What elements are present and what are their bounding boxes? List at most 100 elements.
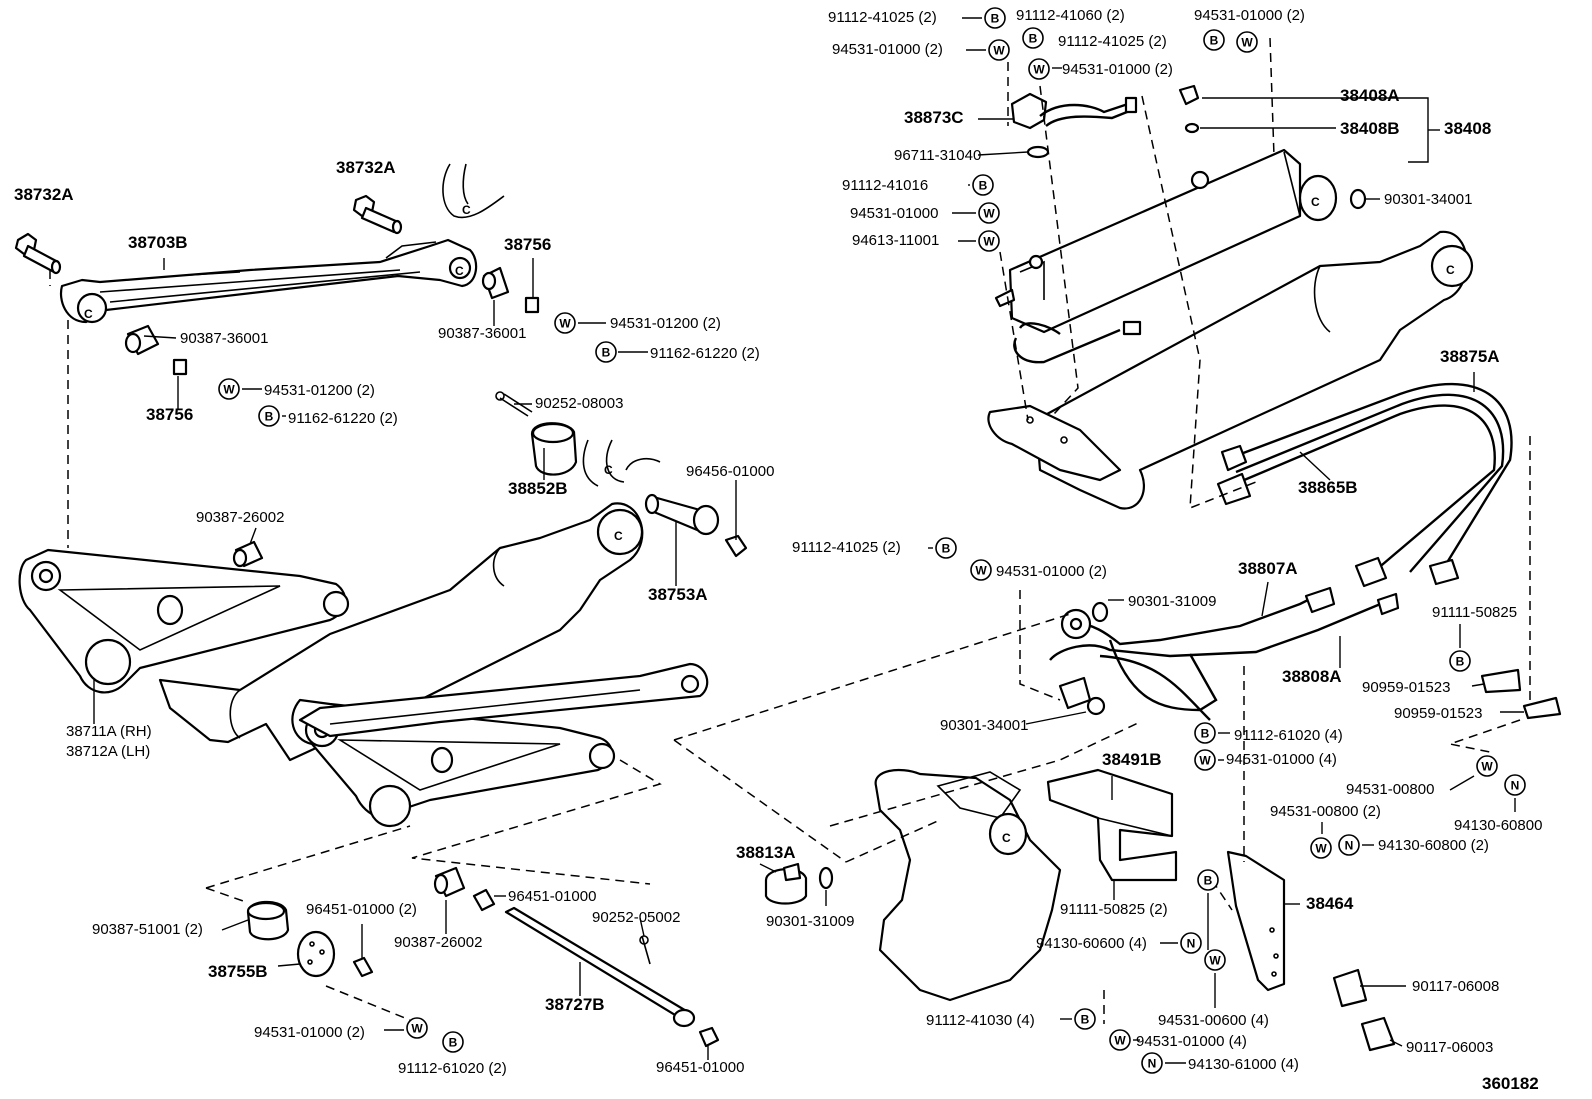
lower-arm-assembly: C C [18, 391, 748, 1048]
part-label-p91112_61020_bl: 91112-61020 (2) [398, 1060, 507, 1077]
part-label-p94531_00800_a: 94531-00800 [1346, 781, 1434, 798]
part-label-p94531_01000_b2: 94531-01000 (4) [1136, 1033, 1247, 1050]
part-label-p91111_50825_r: 91111-50825 [1432, 604, 1517, 621]
part-label-p91112_41016: 91112-41016 [842, 177, 928, 194]
part-label-p94531_01000_m2: 94531-01000 (4) [1226, 751, 1337, 768]
part-label-p94130_60600: 94130-60600 (4) [1036, 935, 1147, 952]
hardware-symbol-s_b2: B [258, 405, 280, 427]
part-label-p38756_bottom: 38756 [146, 405, 193, 424]
hardware-symbol-s_b10: B [1194, 722, 1216, 744]
part-label-p94531_01200_b: 94531-01200 (2) [264, 382, 375, 399]
symbol-letter: B [1210, 34, 1219, 48]
part-label-p94531_01000_t1: 94531-01000 (2) [1194, 7, 1305, 24]
part-label-p91162_61220_a: 91162-61220 (2) [650, 345, 760, 362]
hardware-symbol-s_w7: W [978, 202, 1000, 224]
symbol-letter: B [602, 346, 611, 360]
symbol-circle [1204, 949, 1226, 971]
part-label-p91112_41060: 91112-41060 (2) [1016, 7, 1125, 24]
hardware-symbol-s_n3: N [1180, 932, 1202, 954]
symbol-letter: B [991, 12, 1000, 26]
part-label-p38727b: 38727B [545, 995, 605, 1014]
part-label-p91162_61220_b: 91162-61220 (2) [288, 410, 398, 427]
symbol-letter: W [223, 383, 235, 397]
symbol-letter: W [1114, 1034, 1126, 1048]
svg-text:C: C [455, 264, 464, 278]
symbol-circle [442, 1031, 464, 1053]
symbol-circle [1074, 1008, 1096, 1030]
symbol-circle [972, 174, 994, 196]
part-label-p90387_26002_b: 90387-26002 [394, 934, 482, 951]
symbol-circle [1449, 650, 1471, 672]
hardware-symbol-s_w5: W [1028, 58, 1050, 80]
symbol-circle [1109, 1029, 1131, 1051]
part-label-p90387_51001: 90387-51001 (2) [92, 921, 203, 938]
symbol-circle [1338, 834, 1360, 856]
symbol-letter: W [559, 317, 571, 331]
part-label-p38756_top: 38756 [504, 235, 551, 254]
part-label-p38813a: 38813A [736, 843, 796, 862]
hardware-symbol-s_w4: W [988, 39, 1010, 61]
symbol-letter: W [1481, 760, 1493, 774]
part-label-p91111_50825_m: 91111-50825 (2) [1060, 901, 1168, 918]
symbol-letter: B [942, 542, 951, 556]
cylinder-assembly-38408: C C [987, 84, 1513, 588]
part-label-p96451_01000_c: 96451-01000 [656, 1059, 744, 1076]
hardware-symbol-s_b7: B [972, 174, 994, 196]
symbol-circle [1028, 58, 1050, 80]
leader-lines [93, 17, 1524, 1064]
symbol-circle [1194, 722, 1216, 744]
pipes-38807a-38808a [1049, 586, 1562, 721]
svg-text:C: C [614, 529, 623, 543]
part-label-p90301_34001_r: 90301-34001 [1384, 191, 1472, 208]
upper-arm-38703b: C C C [14, 163, 540, 376]
part-label-p91112_61020_m: 91112-61020 (4) [1234, 727, 1343, 744]
part-label-p38491b: 38491B [1102, 750, 1162, 769]
hardware-symbol-s_b5: B [1022, 27, 1044, 49]
symbol-letter: B [449, 1036, 458, 1050]
part-label-p96711_31040: 96711-31040 [894, 147, 981, 164]
dashed-assembly-lines [49, 37, 1531, 1024]
symbol-letter: W [1241, 36, 1253, 50]
hardware-symbol-s_n2: N [1338, 834, 1360, 856]
svg-text:C: C [1002, 831, 1011, 845]
symbol-letter: N [1187, 937, 1196, 951]
symbol-letter: W [983, 207, 995, 221]
symbol-circle [978, 230, 1000, 252]
part-label-p38807a: 38807A [1238, 559, 1298, 578]
hardware-symbol-s_w8: W [978, 230, 1000, 252]
symbol-circle [935, 537, 957, 559]
symbol-letter: B [1081, 1013, 1090, 1027]
symbol-letter: W [411, 1022, 423, 1036]
part-label-p94613_11001: 94613-11001 [852, 232, 939, 249]
bolt-38732a-top [352, 194, 403, 235]
part-label-p38732a_top: 38732A [336, 158, 396, 177]
part-label-p90252_05002: 90252-05002 [592, 909, 680, 926]
symbol-letter: B [1029, 32, 1038, 46]
part-label-p91112_41030: 91112-41030 (4) [926, 1012, 1035, 1029]
hardware-symbol-s_b12: B [1074, 1008, 1096, 1030]
symbol-circle [1476, 755, 1498, 777]
symbol-letter: N [1511, 779, 1520, 793]
symbol-letter: B [979, 179, 988, 193]
part-label-p96456_01000: 96456-01000 [686, 463, 774, 480]
symbol-circle [970, 559, 992, 581]
hardware-symbol-s_w11: W [1476, 755, 1498, 777]
symbol-letter: B [265, 410, 274, 424]
part-label-p90117_06008: 90117-06008 [1412, 978, 1499, 995]
part-label-p38732a_left: 38732A [14, 185, 74, 204]
symbol-letter: W [1033, 63, 1045, 77]
bolt-38732a-left [14, 232, 62, 275]
symbol-circle [1141, 1052, 1163, 1074]
hardware-symbol-s_n1: N [1504, 774, 1526, 796]
symbol-circle [258, 405, 280, 427]
part-label-p38808a: 38808A [1282, 667, 1342, 686]
symbol-letter: N [1148, 1057, 1157, 1071]
symbol-circle [988, 39, 1010, 61]
part-label-p91112_41025_t2: 91112-41025 (2) [1058, 33, 1167, 50]
hardware-symbol-s_b11: B [1197, 869, 1219, 891]
hardware-symbol-s_w6: W [1236, 31, 1258, 53]
hardware-symbol-s_w9: W [970, 559, 992, 581]
part-label-p94531_00600: 94531-00600 (4) [1158, 1012, 1269, 1029]
part-label-p94531_01000_bl: 94531-01000 (2) [254, 1024, 365, 1041]
symbol-circle [406, 1017, 428, 1039]
